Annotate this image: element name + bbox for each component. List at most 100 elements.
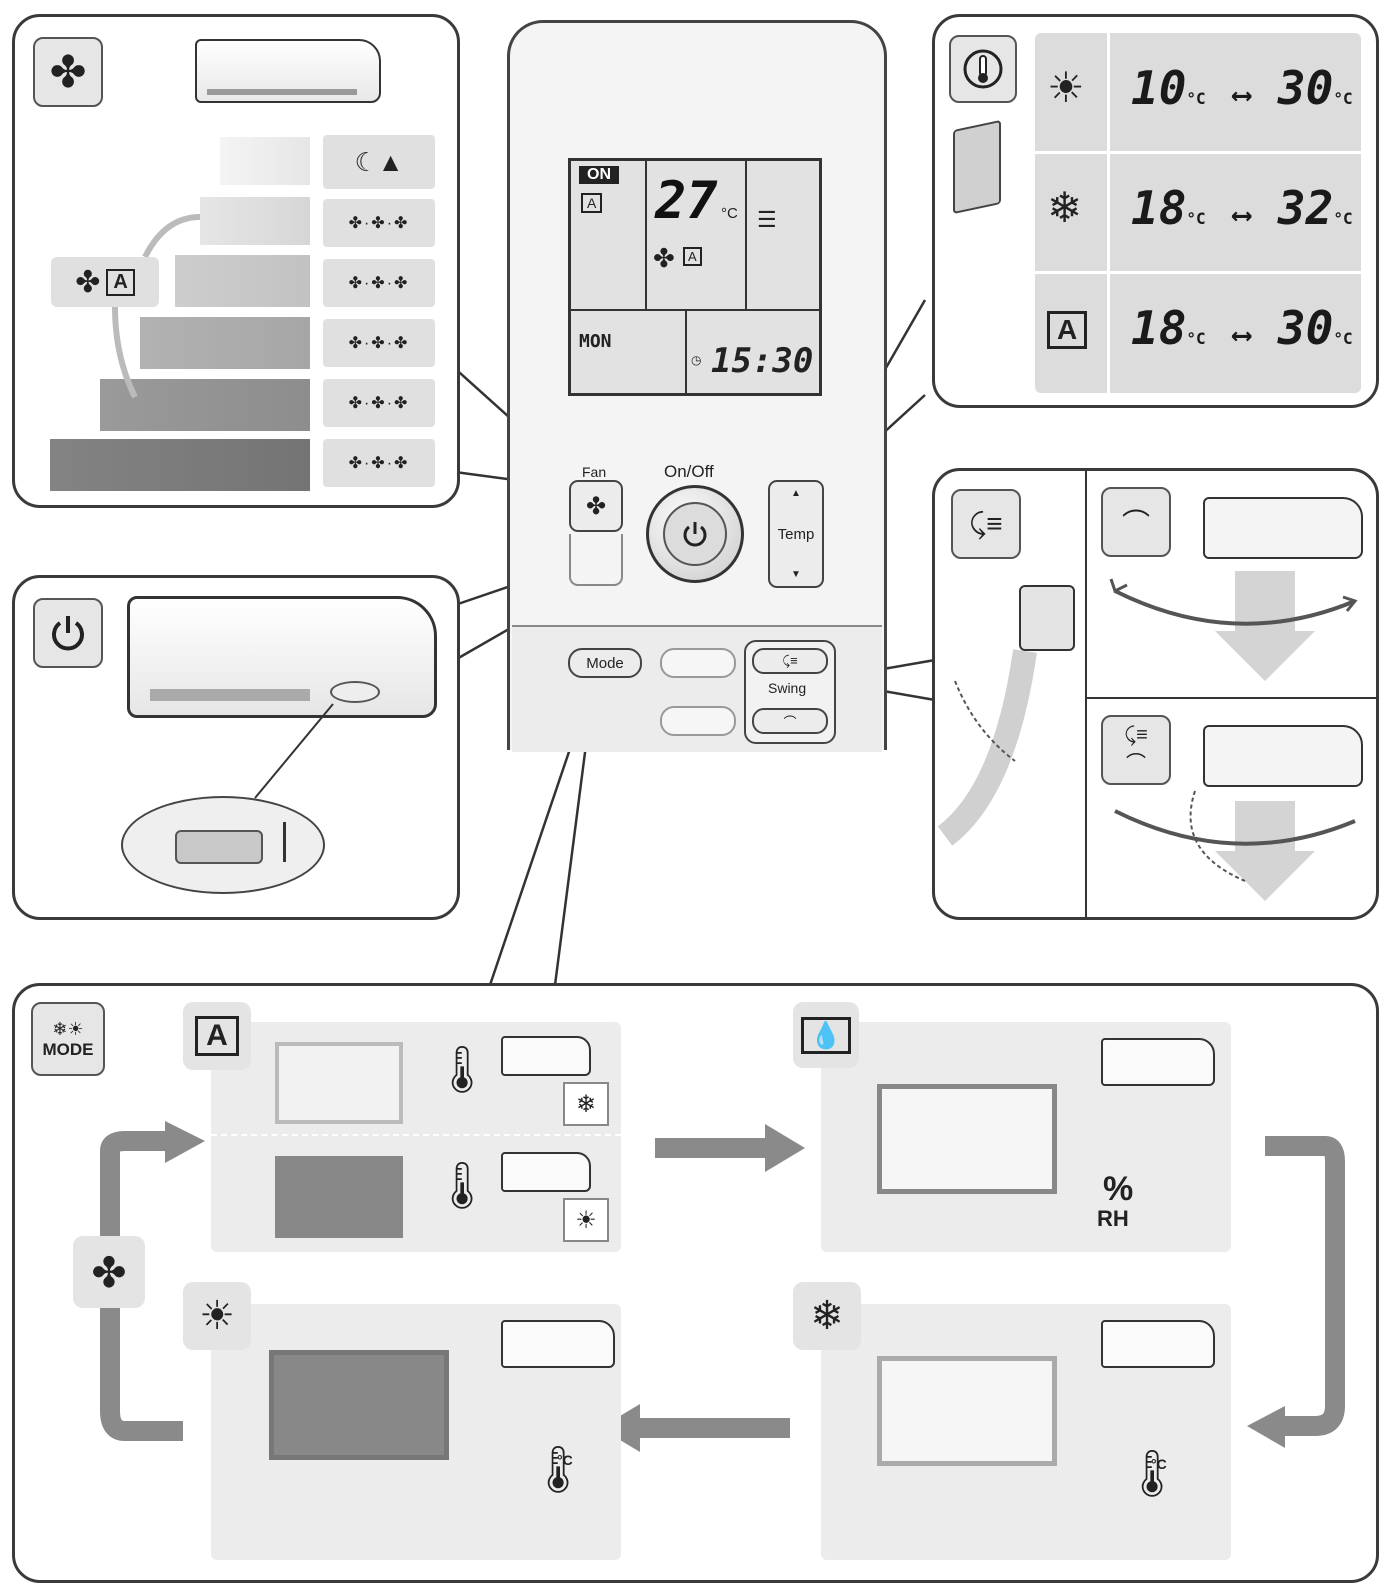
- thermometer-icon: 🌡: [433, 1043, 492, 1095]
- onoff-button[interactable]: [646, 485, 744, 583]
- fan-level-5-icons: ✤·✤·✤: [323, 439, 435, 487]
- fan-level-3: [140, 317, 310, 369]
- fan-level-4: [100, 379, 310, 431]
- heat-mode-icon-box: ☀: [183, 1282, 251, 1350]
- thermometer-icon: [963, 49, 1003, 89]
- swing-horizontal-icon-box: ⌒: [1101, 487, 1171, 557]
- auto-icon: A: [1047, 311, 1088, 349]
- power-panel: [12, 575, 460, 920]
- cool-mode-icon-box: ❄: [793, 1282, 861, 1350]
- lcd-screen: ON A 27 °C ✤ A ☰ MON ◷ 15:30: [568, 158, 822, 396]
- thermometer-icon-box: [949, 35, 1017, 103]
- fan-button-label: Fan: [582, 464, 607, 480]
- cool-max-temp: 32: [1277, 181, 1334, 235]
- ac-unit-illustration: [195, 39, 381, 103]
- fan-level-1-icons: ✤·✤·✤: [323, 199, 435, 247]
- cool-mode-scene: 🌡 °C: [821, 1304, 1231, 1560]
- vertical-airflow-illustration: [937, 649, 1037, 846]
- lcd-temperature: 27: [655, 171, 718, 231]
- snowflake-icon: ❄: [575, 1090, 597, 1118]
- fan-level-3-icons: ✤·✤·✤: [323, 319, 435, 367]
- fan-level-5: [50, 439, 310, 491]
- snowflake-icon: ❄: [1047, 184, 1083, 231]
- lcd-divider-v1: [645, 161, 647, 309]
- fan-level-night: [220, 137, 310, 185]
- lcd-clock-icon: ◷: [691, 353, 702, 367]
- auto-max-temp: 30: [1277, 301, 1334, 355]
- auto-icon: A: [195, 1016, 239, 1056]
- lcd-fan-auto-icon: A: [683, 247, 702, 266]
- blank-button-1[interactable]: [660, 648, 736, 678]
- rh-label-top: %: [1103, 1170, 1134, 1208]
- auto-min-temp: 18: [1131, 301, 1187, 355]
- mode-icon-label: MODE: [42, 1039, 94, 1059]
- ac-unit-illustration: [1203, 497, 1363, 559]
- lcd-divider-v3: [685, 309, 687, 393]
- horizontal-airflow-illustration: [1109, 571, 1358, 681]
- mode-panel: ❄☀ MODE ✤ 🌡 🌡 ❄ ☀ A: [12, 983, 1379, 1583]
- auto-icon: A: [106, 268, 135, 296]
- temp-button[interactable]: ▲ Temp ▼: [768, 480, 824, 588]
- swing-vertical-icon-box: ⤹≡: [951, 489, 1021, 559]
- temp-range-row-auto: 18°C ⟷ 30°C: [1131, 301, 1353, 355]
- swing-vertical-icon: ⤹≡: [1124, 724, 1148, 746]
- range-arrow-icon: ⟷: [1233, 198, 1251, 231]
- lcd-temp-unit: °C: [721, 205, 738, 222]
- temp-range-divider-h2: [1035, 271, 1361, 274]
- summer-window: [877, 1356, 1057, 1466]
- ac-side-illustration: [1019, 585, 1075, 651]
- power-icon: [683, 522, 707, 547]
- temp-range-divider-v: [1107, 33, 1110, 393]
- rainy-window: [877, 1084, 1057, 1194]
- cool-max-unit: °C: [1333, 209, 1353, 228]
- onoff-button-label: On/Off: [664, 462, 714, 481]
- mode-button-label: Mode: [586, 654, 624, 672]
- swing-vertical-icon: ⤹≡: [969, 507, 1003, 539]
- mode-icon: ❄☀: [52, 1018, 84, 1039]
- rh-label-bottom: RH: [1097, 1206, 1129, 1231]
- heat-max-unit: °C: [1333, 89, 1353, 108]
- mode-button[interactable]: Mode: [568, 648, 642, 678]
- power-icon-box: [33, 598, 103, 668]
- dry-mode-icon-box: 💧: [793, 1002, 859, 1068]
- lcd-divider-v2: [745, 161, 747, 309]
- auto-mode-scene: 🌡 🌡 ❄ ☀: [211, 1022, 621, 1252]
- ac-unit-illustration: [127, 596, 437, 718]
- temp-range-row-heat: 10°C ⟷ 30°C: [1131, 61, 1353, 115]
- ac-unit-illustration: [1101, 1038, 1215, 1086]
- winter-window: [275, 1156, 403, 1238]
- blank-button-2[interactable]: [660, 706, 736, 736]
- swing-vertical-button[interactable]: ⤹≡: [752, 648, 828, 674]
- temperature-range-panel: ☀ ❄ A 10°C ⟷ 30°C 18°C ⟷ 32°C 18°C ⟷ 30°…: [932, 14, 1379, 408]
- auto-mode-divider: [211, 1134, 621, 1136]
- ac-unit-illustration: [501, 1152, 591, 1192]
- lcd-swing-icon: ☰: [757, 207, 777, 232]
- night-mode-icon-box: ☾▲: [323, 135, 435, 189]
- swing-vertical-icon: ⤹≡: [782, 653, 798, 668]
- 3d-airflow-illustration: [1114, 790, 1356, 901]
- lcd-auto-icon: A: [581, 193, 603, 213]
- fan-level-2: [175, 255, 310, 307]
- temp-up-arrow-icon[interactable]: ▲: [791, 488, 801, 499]
- swing-3d-icon-box: ⤹≡ ⌒: [1101, 715, 1171, 785]
- sun-icon-box: ☀: [563, 1198, 609, 1242]
- ac-unit-illustration: [501, 1320, 615, 1368]
- fan-button[interactable]: ✤: [569, 480, 623, 532]
- winter-window: [269, 1350, 449, 1460]
- fan-icon: ✤: [585, 492, 607, 520]
- temp-range-divider-h1: [1035, 151, 1361, 154]
- swing-horizontal-button[interactable]: ⌒: [752, 708, 828, 734]
- ac-unit-illustration: [1203, 725, 1363, 787]
- lcd-fan-icon: ✤: [653, 243, 675, 273]
- thermometer-icon: 🌡: [529, 1443, 588, 1495]
- heat-min-temp: 10: [1131, 61, 1187, 115]
- auto-mode-icon-box: A: [183, 1002, 251, 1070]
- temp-down-arrow-icon[interactable]: ▼: [791, 569, 801, 580]
- mode-icon-box: ❄☀ MODE: [31, 1002, 105, 1076]
- thermometer-icon: 🌡: [1123, 1447, 1182, 1499]
- fan-panel-icon-box: ✤: [33, 37, 103, 107]
- sun-icon: ☀: [1047, 64, 1085, 111]
- cool-min-unit: °C: [1186, 209, 1206, 228]
- fan-level-1: [200, 197, 310, 245]
- indicator-light-callout: [121, 796, 325, 894]
